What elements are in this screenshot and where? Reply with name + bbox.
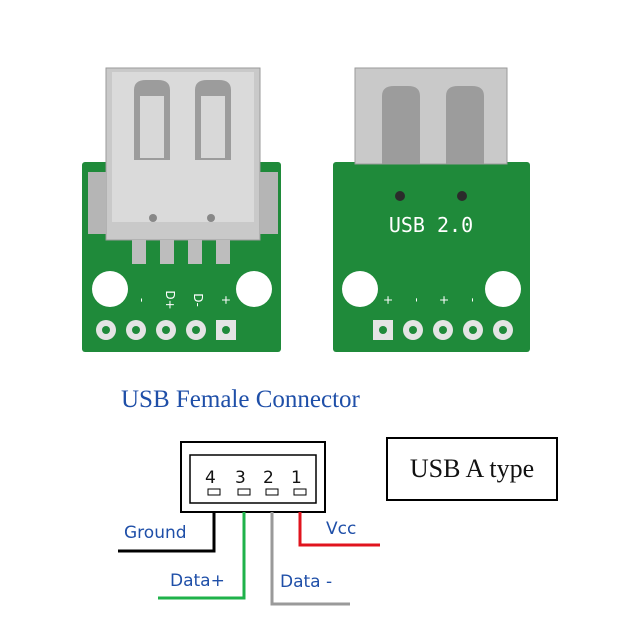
wire-label-ground: Ground	[124, 523, 187, 543]
wire-label-vcc: Vcc	[326, 519, 357, 539]
left-mount-hole-r	[236, 271, 272, 307]
right-via-2	[457, 191, 467, 201]
left-usb-shell-face	[112, 72, 254, 222]
wire-vcc	[298, 512, 380, 547]
right-mark-1: +	[381, 295, 395, 305]
left-mark-2: D+	[163, 290, 177, 309]
board-label: USB 2.0	[389, 213, 473, 237]
pin-label-2: 2	[263, 468, 274, 488]
right-shell-slot-1	[382, 86, 420, 164]
left-slot-inner-1	[140, 96, 164, 158]
right-module: USB 2.0 + - + -	[333, 67, 530, 352]
pin-slot-2	[265, 488, 279, 496]
right-mount-hole-r	[485, 271, 521, 307]
wire-label-data-plus: Data+	[170, 571, 225, 591]
left-slot-inner-2	[201, 96, 225, 158]
left-pin-2	[160, 240, 174, 264]
left-mark-4: +	[219, 295, 233, 305]
right-via-1	[395, 191, 405, 201]
pin-label-4: 4	[205, 468, 216, 488]
wire-label-data-minus: Data -	[280, 572, 333, 592]
left-pin-4	[216, 240, 230, 264]
left-pin-3	[188, 240, 202, 264]
wire-data-minus	[270, 512, 350, 606]
pin-slot-3	[237, 488, 251, 496]
connector-diagram	[118, 441, 380, 606]
pin-slot-4	[207, 488, 221, 496]
usb-type-label: USB A type	[386, 437, 558, 501]
left-shell-tab-r	[260, 172, 278, 234]
right-mark-4: -	[465, 298, 479, 302]
right-mark-2: -	[409, 298, 423, 302]
left-shell-tab-l	[88, 172, 106, 234]
left-mark-1: -	[135, 298, 149, 302]
pin-label-1: 1	[291, 468, 302, 488]
pin-label-3: 3	[235, 468, 246, 488]
left-shell-dimple-2	[207, 214, 215, 222]
right-mark-3: +	[437, 295, 451, 305]
wire-data-plus	[158, 512, 246, 600]
right-shell-slot-2	[446, 86, 484, 164]
wire-ground	[118, 512, 216, 553]
left-module: - D+ D- +	[82, 67, 281, 352]
diagram-title: USB Female Connector	[121, 386, 360, 413]
right-pcb	[333, 162, 530, 352]
left-mark-3: D-	[191, 293, 205, 307]
right-usb-shell	[354, 67, 508, 165]
right-mount-hole-l	[342, 271, 378, 307]
left-pin-1	[132, 240, 146, 264]
left-mount-hole-l	[92, 271, 128, 307]
left-shell-dimple-1	[149, 214, 157, 222]
pin-slot-1	[293, 488, 307, 496]
